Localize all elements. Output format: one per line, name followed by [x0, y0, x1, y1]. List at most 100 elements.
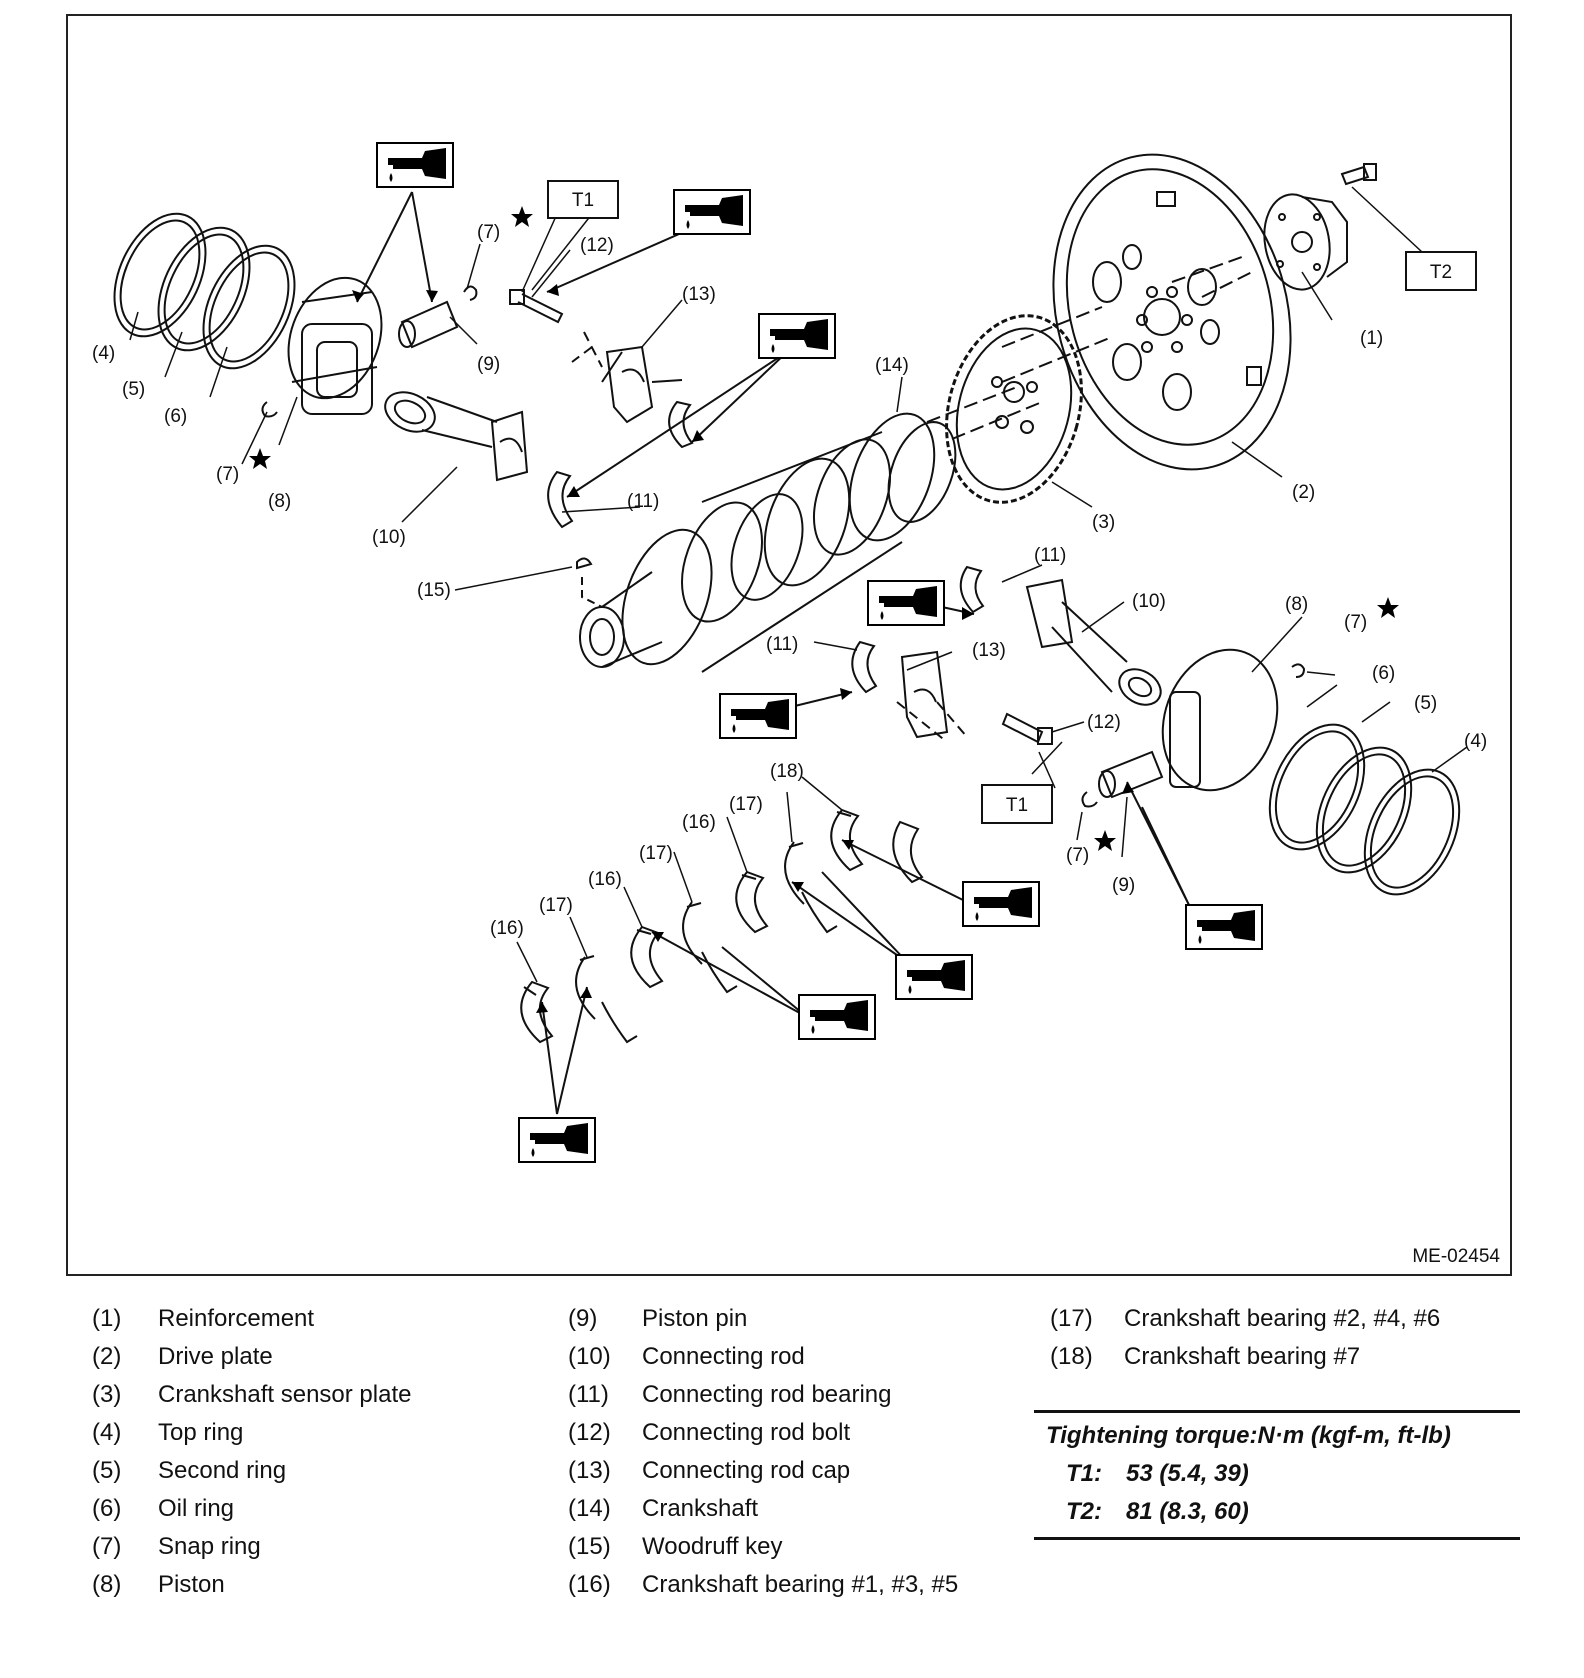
reinforcement: [1263, 193, 1348, 291]
callout-16: (16): [682, 812, 716, 833]
callout-13: (13): [972, 640, 1006, 661]
oil-can-icon: [1185, 904, 1263, 950]
snap-ring-upper-b: [463, 285, 478, 301]
legend-item: (9)Piston pin: [568, 1305, 748, 1332]
callout-15: (15): [417, 580, 451, 601]
oil-ring-lower: [1268, 723, 1366, 851]
legend-item: (5)Second ring: [92, 1457, 287, 1484]
oil-can-icon: [376, 142, 454, 188]
star-icon: [1377, 597, 1399, 618]
snap-ring-upper-a: [261, 401, 278, 418]
callout-14: (14): [875, 355, 909, 376]
legend-item: (18)Crankshaft bearing #7: [1050, 1343, 1361, 1370]
oil-can-icon: [962, 881, 1040, 927]
torque-row: T1:53 (5.4, 39): [1066, 1460, 1249, 1487]
connecting-rod-cap-lower: [896, 650, 968, 743]
callout-1: (1): [1360, 328, 1383, 349]
callout-9: (9): [477, 354, 500, 375]
torque-row: T2:81 (8.3, 60): [1066, 1498, 1249, 1525]
woodruff-key: [576, 557, 593, 570]
callout-5: (5): [122, 379, 145, 400]
tightening-torque-table: Tightening torque:N·m (kgf-m, ft-lb) T1:…: [1034, 1410, 1520, 1540]
callout-18: (18): [770, 761, 804, 782]
snap-ring-lower-a: [1291, 663, 1306, 678]
callout-7: (7): [1066, 845, 1089, 866]
callout-13: (13): [682, 284, 716, 305]
callout-7: (7): [1344, 612, 1367, 633]
top-ring-lower: [1363, 768, 1461, 896]
crankshaft: [579, 412, 957, 673]
drive-plate: [1052, 153, 1292, 471]
oil-can-icon: [758, 313, 836, 359]
snap-ring-lower-b: [1081, 791, 1098, 808]
callout-7: (7): [216, 464, 239, 485]
svg-text:T1: T1: [572, 190, 594, 211]
piston-lower: [1161, 648, 1279, 792]
legend-item: (15)Woodruff key: [568, 1533, 783, 1560]
callout-6: (6): [1372, 663, 1395, 684]
callout-4: (4): [1464, 731, 1487, 752]
callout-7: (7): [477, 222, 500, 243]
callout-5: (5): [1414, 693, 1437, 714]
legend-item: (4)Top ring: [92, 1419, 244, 1446]
callout-2: (2): [1292, 482, 1315, 503]
callout-8: (8): [1285, 594, 1308, 615]
torque-tag-t1-lower: T1: [981, 784, 1053, 824]
legend-item: (6)Oil ring: [92, 1495, 235, 1522]
piston-pin-lower: [1098, 750, 1164, 799]
legend-column-1: (1)Reinforcement (2)Drive plate (3)Crank…: [92, 1300, 411, 1604]
drawing-id: ME-02454: [1412, 1246, 1500, 1267]
legend-item: (1)Reinforcement: [92, 1305, 315, 1332]
legend-item: (8)Piston: [92, 1571, 225, 1598]
oil-can-icon: [798, 994, 876, 1040]
oil-can-icon: [895, 954, 973, 1000]
exploded-view-diagram: T1 T2 T1 (4) (5) (6) (7) (8) (7) (12) (9…: [92, 142, 1487, 1163]
connecting-rod-cap-upper: [601, 345, 683, 424]
callout-8: (8): [268, 491, 291, 512]
callout-3: (3): [1092, 512, 1115, 533]
legend-item: (14)Crankshaft: [568, 1495, 759, 1522]
oil-can-icon: [719, 693, 797, 739]
legend-item: (11)Connecting rod bearing: [568, 1381, 892, 1408]
conrod-bearing-upper-b: [668, 400, 694, 449]
callout-6: (6): [164, 406, 187, 427]
legend-item: (2)Drive plate: [92, 1343, 273, 1370]
connecting-rod-bolt-upper: [509, 289, 603, 368]
callout-16: (16): [588, 869, 622, 890]
star-icon: [1094, 830, 1116, 851]
callout-labels: (4) (5) (6) (7) (8) (7) (12) (9) (13) (1…: [92, 222, 1487, 939]
torque-tag-t2: T2: [1405, 251, 1477, 291]
svg-text:T1: T1: [1006, 795, 1028, 816]
piston-pin-upper: [398, 300, 459, 349]
callout-9: (9): [1112, 875, 1135, 896]
connecting-rod-upper: [384, 391, 529, 482]
callout-17: (17): [539, 895, 573, 916]
callout-11: (11): [627, 491, 659, 512]
oil-can-icon: [673, 189, 751, 235]
callout-10: (10): [1132, 591, 1166, 612]
legend-item: (10)Connecting rod: [568, 1343, 805, 1370]
conrod-bearing-lower-a: [959, 565, 985, 614]
top-ring: [113, 212, 207, 338]
second-ring-lower: [1315, 746, 1413, 874]
callout-16: (16): [490, 918, 524, 939]
conrod-bearing-upper-a: [547, 470, 574, 529]
callout-10: (10): [372, 527, 406, 548]
svg-text:T2: T2: [1430, 262, 1452, 283]
torque-tag-t1-upper: T1: [547, 180, 619, 219]
callout-12: (12): [1087, 712, 1121, 733]
callout-11: (11): [766, 634, 798, 655]
oil-can-icon: [867, 580, 945, 626]
callout-12: (12): [580, 235, 614, 256]
legend-item: (16)Crankshaft bearing #1, #3, #5: [568, 1571, 959, 1598]
legend-column-3: (17)Crankshaft bearing #2, #4, #6 (18)Cr…: [1050, 1300, 1440, 1376]
callout-17: (17): [729, 794, 763, 815]
legend-item: (3)Crankshaft sensor plate: [92, 1381, 412, 1408]
conrod-bearing-lower-b: [851, 640, 878, 694]
reinforcement-bolt: [1340, 163, 1377, 186]
callout-4: (4): [92, 343, 115, 364]
legend-item: (12)Connecting rod bolt: [568, 1419, 851, 1446]
legend-item: (13)Connecting rod cap: [568, 1457, 851, 1484]
piston-upper: [287, 276, 383, 415]
star-icon: [511, 206, 533, 227]
